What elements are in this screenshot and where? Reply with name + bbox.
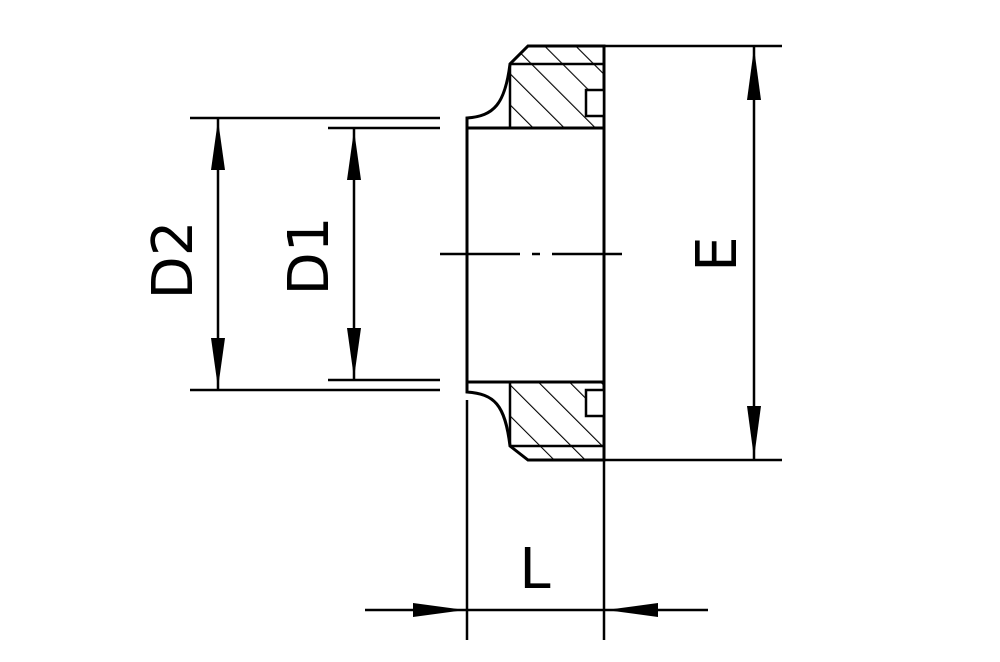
e-dimension: E (604, 44, 782, 462)
d2-arrow-top (211, 120, 225, 170)
d2-extension-lines (190, 116, 440, 392)
d1-arrow-bottom (347, 328, 361, 378)
lower-groove (584, 388, 606, 418)
d2-arrow-bottom (211, 338, 225, 388)
l-dimension: L (365, 400, 708, 640)
d2-dimension: D2 (141, 118, 225, 390)
d1-dimension: D1 (277, 128, 361, 380)
e-arrow-top (747, 48, 761, 100)
l-label: L (519, 537, 550, 602)
upper-groove (584, 88, 606, 118)
e-arrow-bottom (747, 406, 761, 458)
d1-label: D1 (277, 217, 342, 296)
lower-flange-section (465, 380, 606, 462)
d1-extension-lines (328, 126, 440, 382)
upper-flange-section (465, 44, 606, 130)
e-label: E (685, 236, 750, 271)
d2-label: D2 (141, 221, 206, 300)
d1-arrow-top (347, 130, 361, 180)
l-arrow-right (606, 603, 658, 617)
l-arrow-left (413, 603, 465, 617)
